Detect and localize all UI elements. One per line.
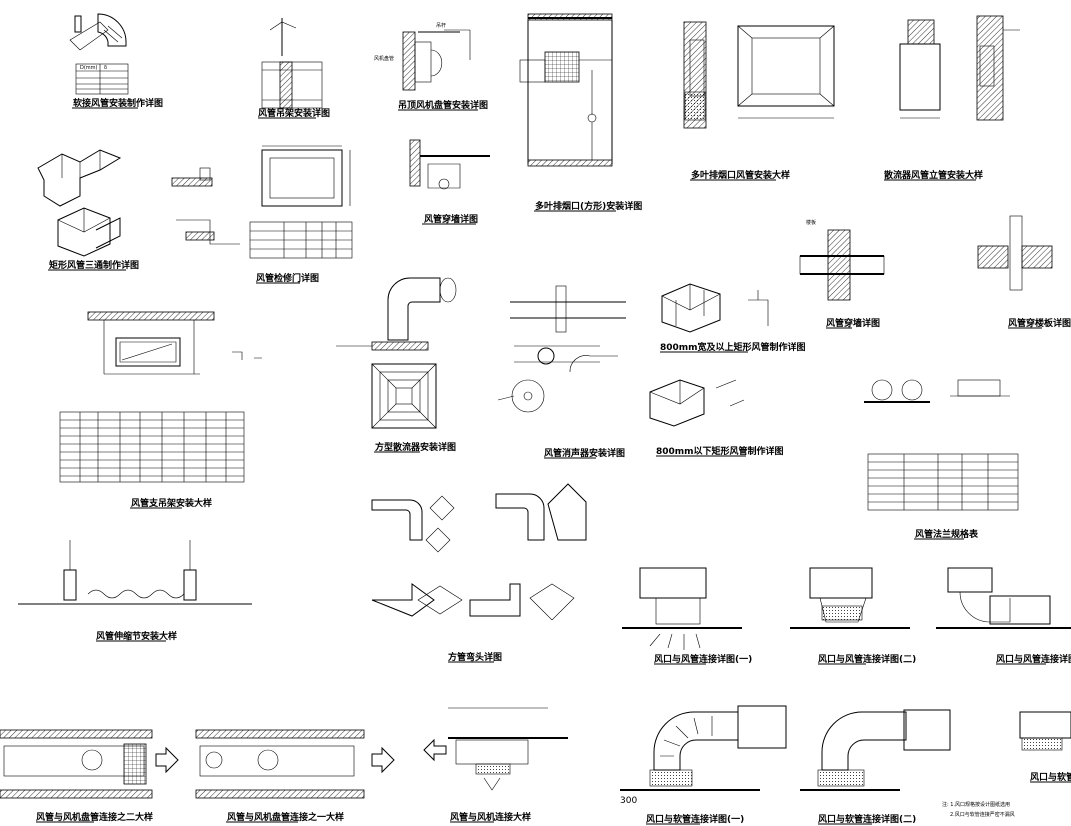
detail-access-door: 风管检修门详图 [171,145,353,284]
caption-hose-1: 风口与软管连接详图(一) [646,813,744,825]
caption-fcu-one: 风管与风机盘管连接之一大样 [227,811,344,823]
caption-large-duct: 800mm宽及以上矩形风管制作详图 [660,341,806,353]
caption-fan-coil: 吊顶风机盘管安装详图 [398,99,488,111]
detail-ceiling-hanger: 风管支吊架安装大样 [59,311,262,509]
caption-diffuser-riser: 散流器风管立管安装大样 [884,169,983,181]
detail-wall-penetration-left: 风管穿墙详图 [409,139,490,225]
caption-exhaust-duct: 多叶排烟口风管安装大样 [691,169,790,181]
caption-flexible-vent: 风管穿墙详图 [424,213,478,225]
caption-small-duct: 800mm以下矩形风管制作详图 [656,445,784,457]
detail-duct-hanger: 风管吊架安装详图 [258,18,330,119]
caption-duct-hanger: 风管吊架安装详图 [258,107,330,119]
svg-text:δ: δ [104,65,107,71]
detail-expansion-joint: 风管伸缩节安装大样 [18,540,252,642]
caption-flange-table: 风管法兰规格表 [915,528,979,540]
caption-outlet-1: 风口与风管连接详图(一) [654,653,752,665]
detail-fcu-connection-two: 风管与风机盘管连接之二大样 [0,729,179,823]
svg-text:D(mm): D(mm) [80,65,98,71]
note-2: 2.风口与软管连接严密不漏风 [950,811,1015,818]
caption-outlet-2: 风口与风管连接详图(二) [818,653,916,665]
svg-text:吊杆: 吊杆 [436,22,446,29]
detail-silencer: 风管消声器安装详图 [497,285,626,459]
caption-floor-penetration: 风管穿楼板详图 [1008,317,1071,329]
detail-large-duct: 800mm宽及以上矩形风管制作详图 [660,283,806,353]
caption-silencer: 风管消声器安装详图 [544,447,625,459]
detail-diffuser-riser: 散流器风管立管安装大样 [884,15,1020,181]
detail-duct-support: 风管法兰规格表 [864,379,1019,540]
detail-fcu-connection-one: 风管与风机盘管连接之一大样 [195,729,395,823]
caption-square-diffuser: 方型散流器安装详图 [375,441,456,453]
caption-flex-duct: 软接风管安装制作详图 [73,97,163,109]
caption-tee-duct: 矩形风管三通制作详图 [48,259,139,271]
svg-text:风机盘管: 风机盘管 [374,55,394,62]
caption-hose-2: 风口与软管连接详图(二) [818,813,916,825]
caption-hanger-table: 风管支吊架安装大样 [131,497,212,509]
caption-elbows: 方管弯头详图 [448,651,502,663]
caption-access-door: 风管检修门详图 [256,272,319,284]
caption-expansion-joint: 风管伸缩节安装大样 [96,630,177,642]
detail-smoke-exhaust: 多叶排烟口(方形)安装详图 [519,13,642,212]
caption-smoke-exhaust: 多叶排烟口(方形)安装详图 [535,200,642,212]
caption-outlet-3: 风口与风管连接详图(三) [996,653,1071,665]
dim-300: 300 [620,796,637,806]
detail-fan-connection: 风管与风机连接大样 [423,707,568,823]
detail-duct-through-wall: 楼板 风管穿墙详图 [799,219,885,329]
detail-small-duct: 800mm以下矩形风管制作详图 [649,379,784,457]
detail-square-diffuser: 方型散流器安装详图 [336,277,457,453]
detail-floor-penetration: 风管穿楼板详图 [977,215,1071,329]
note-1: 注: 1.风口规格按设计图纸选用 [942,801,1010,808]
detail-elbows: 方管弯头详图 [371,483,587,663]
detail-flex-duct: D(mm) δ 软接风管安装制作详图 [69,13,163,109]
detail-fan-coil: 吊杆 风机盘管 吊顶风机盘管安装详图 [374,22,488,111]
caption-hose-3: 风口与软管连接详图 [1030,771,1071,783]
detail-outlet-connections: 风口与风管连接详图(一) 风口与风管连接详图(二) 风口与风管连接详图(三) [622,567,1071,665]
caption-fcu-two: 风管与风机盘管连接之二大样 [36,811,153,823]
detail-exhaust-duct: 多叶排烟口风管安装大样 [683,21,835,181]
detail-tee-duct: 矩形风管三通制作详图 [37,149,139,271]
caption-wall-penetration: 风管穿墙详图 [826,317,880,329]
svg-text:楼板: 楼板 [806,219,816,226]
detail-hose-connection: 300 风口与软管连接详图(一) 风口与软管连接详图(二) 风口与软管连接详图 … [620,705,1071,825]
caption-fan-connection: 风管与风机连接大样 [450,811,531,823]
